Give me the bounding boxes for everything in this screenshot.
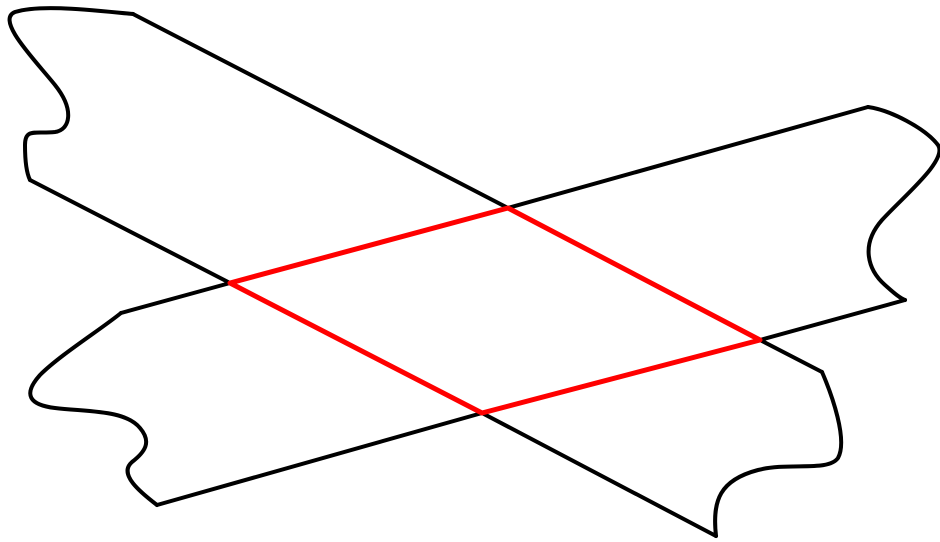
strip-a-torn-end-right — [715, 372, 841, 536]
strip-a-torn-end-left — [10, 8, 133, 180]
strip-a — [10, 8, 842, 536]
strip-b-top-edge — [121, 283, 230, 313]
strip-b-top-edge-continued — [508, 107, 868, 208]
strip-b-bottom-edge-continued — [760, 300, 905, 340]
overlap-outline — [230, 208, 760, 413]
overlap-parallelogram — [230, 208, 760, 413]
strip-a-bottom-edge — [30, 180, 230, 283]
strip-a-top-edge-continued — [760, 340, 822, 372]
strip-a-bottom-edge-continued — [482, 413, 716, 536]
strip-a-top-edge — [133, 14, 508, 208]
strip-b — [30, 107, 939, 505]
strip-b-torn-end-left — [30, 313, 157, 505]
strip-b-torn-end-right — [868, 107, 939, 300]
strip-b-bottom-edge — [157, 413, 482, 505]
